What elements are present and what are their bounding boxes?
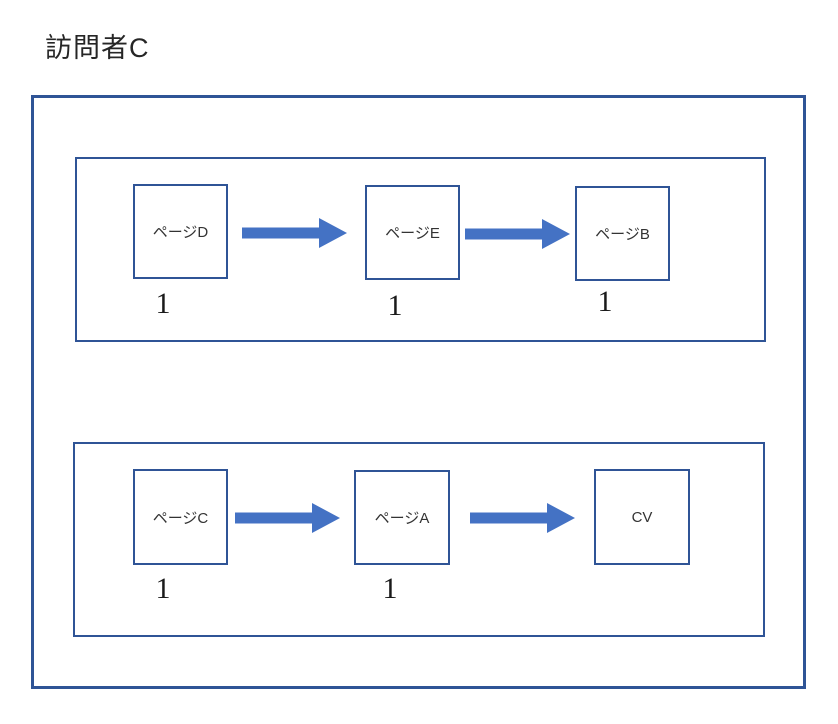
node-page-b-label: ページB [595, 226, 650, 243]
node-cv: CV [594, 469, 690, 565]
node-page-c-count: 1 [155, 572, 171, 605]
node-page-e-label: ページE [385, 225, 440, 242]
flow-arrow-icon [242, 218, 347, 248]
flow-arrow-icon [235, 503, 340, 533]
session-frame-1 [75, 157, 766, 342]
session-frame-2 [73, 442, 765, 637]
node-page-e-count: 1 [387, 289, 403, 322]
node-page-e: ページE [365, 185, 460, 280]
node-page-c: ページC [133, 469, 228, 565]
node-page-a: ページA [354, 470, 450, 565]
node-page-c-label: ページC [152, 509, 209, 527]
node-cv-label: CV [631, 508, 653, 526]
node-page-b: ページB [575, 186, 670, 281]
node-page-a-count: 1 [382, 572, 398, 605]
node-page-d-label: ページD [152, 224, 209, 241]
node-page-d-count: 1 [155, 287, 171, 320]
flow-arrow-icon [470, 503, 575, 533]
flow-arrow-icon [465, 219, 570, 249]
node-page-b-count: 1 [597, 285, 613, 318]
diagram-title: 訪問者C [45, 33, 150, 63]
node-page-d: ページD [133, 184, 228, 279]
visitor-group-frame [31, 95, 806, 689]
node-page-a-label: ページA [374, 510, 430, 527]
